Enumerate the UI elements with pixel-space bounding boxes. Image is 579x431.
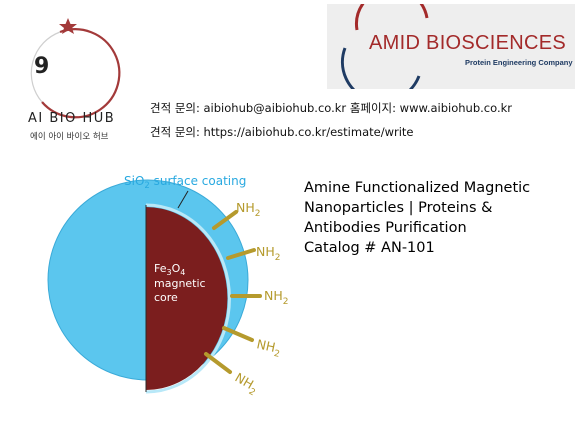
- logo-name: AI BIO HUB: [28, 111, 116, 126]
- product-info: Amine Functionalized Magnetic Nanopartic…: [304, 178, 572, 258]
- core-label: Fe3O4 magnetic core: [154, 262, 206, 304]
- coating-label: SiO2 surface coating: [124, 174, 246, 191]
- nh2-label-1: NH2: [236, 200, 260, 219]
- aibiohub-logo: 9 AI BIO HUB 에이 아이 바이오 허브: [20, 14, 130, 144]
- magnetic-core: [146, 207, 228, 390]
- ligand-stem-5: [204, 352, 232, 374]
- logo-ring-icon: [30, 18, 121, 119]
- catalog-number: Catalog # AN-101: [304, 240, 435, 256]
- contact-estimate-url: 견적 문의: https://aibiohub.co.kr/estimate/w…: [150, 125, 414, 139]
- nh2-label-5: NH2: [231, 370, 262, 399]
- contact-email-homepage: 견적 문의: aibiohub@aibiohub.co.kr 홈페이지: www…: [150, 101, 512, 115]
- svg-text:magnetic: magnetic: [154, 277, 206, 290]
- svg-text:core: core: [154, 291, 178, 304]
- ligand-stem-4: [222, 326, 254, 342]
- amid-logo-banner: AMID BIOSCIENCES Protein Engineering Com…: [327, 4, 575, 89]
- logo-subtitle: 에이 아이 바이오 허브: [30, 132, 109, 142]
- ligand-stem-1: [212, 210, 238, 230]
- amid-subtitle: Protein Engineering Company: [465, 58, 573, 67]
- ligand-stem-2: [226, 248, 256, 260]
- amid-arc-icon: [340, 4, 429, 89]
- product-title-line-1: Amine Functionalized Magnetic: [304, 180, 531, 196]
- nh2-label-4: NH2: [255, 336, 283, 360]
- nh2-label-3: NH2: [264, 288, 288, 307]
- nanoparticle-diagram: NH2 NH2 NH2 NH2 NH2 SiO2 surface coating…: [47, 174, 288, 399]
- coating-pointer: [177, 190, 189, 209]
- product-title-line-2: Nanoparticles | Proteins &: [304, 200, 493, 216]
- logo-number: 9: [34, 54, 50, 79]
- product-title-line-3: Antibodies Purification: [304, 220, 467, 236]
- amid-title: AMID BIOSCIENCES: [369, 32, 567, 54]
- nh2-label-2: NH2: [256, 244, 280, 263]
- star-icon: [59, 18, 77, 34]
- svg-text:Fe3O4: Fe3O4: [154, 262, 185, 277]
